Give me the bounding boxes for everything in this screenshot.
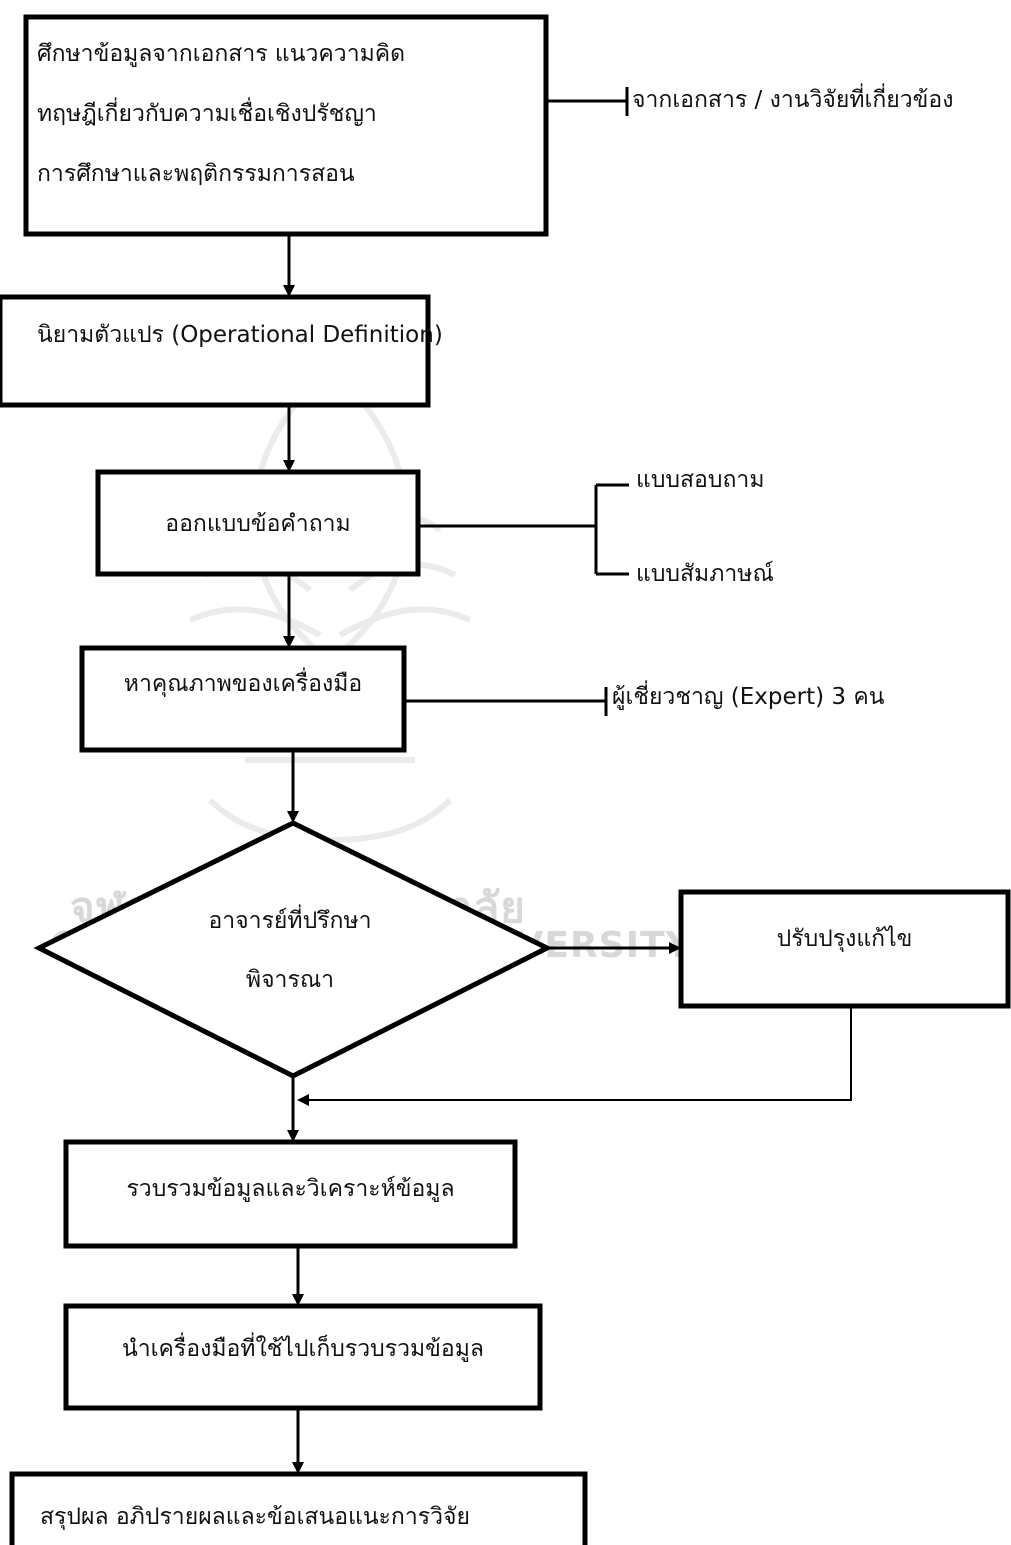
arrow-collect-to-apply-head (292, 1294, 304, 1306)
conclusion-label: สรุปผล อภิปรายผลและข้อเสนอแนะการวิจัย (40, 1504, 470, 1530)
arrow-advisor-to-collect-head (287, 1130, 299, 1142)
study-line-1: ศึกษาข้อมูลจากเอกสาร แนวความคิด (37, 41, 406, 67)
design-questions-box (95, 469, 421, 577)
arrow-define-to-design-head (283, 460, 295, 472)
advisor-decision-diamond (33, 820, 553, 1079)
revise-box (678, 889, 1011, 1009)
quality-label: หาคุณภาพของเครื่องมือ (123, 671, 363, 697)
study-box (23, 14, 549, 237)
revise-return-arrowhead (297, 1094, 309, 1106)
revise-return-line (307, 1006, 852, 1101)
arrow-design-to-quality-head (283, 636, 295, 648)
arrow-advisor-to-revise-head (669, 942, 681, 954)
collect-analyze-box (63, 1139, 518, 1249)
advisor-line-1: อาจารย์ที่ปรึกษา (208, 908, 372, 934)
study-side-note: จากเอกสาร / งานวิจัยที่เกี่ยวข้อง (632, 87, 954, 113)
design-label: ออกแบบข้อคำถาม (165, 511, 351, 537)
apply-tools-box (63, 1303, 543, 1411)
study-line-2: ทฤษฎีเกี่ยวกับความเชื่อเชิงปรัชญา (37, 101, 377, 127)
define-variables-box (0, 294, 431, 408)
arrow-apply-to-conclusion-head (292, 1462, 304, 1474)
questionnaire-label: แบบสอบถาม (636, 467, 765, 493)
conclusion-box (9, 1471, 588, 1545)
define-label: นิยามตัวแปร (Operational Definition) (37, 322, 443, 348)
revise-label: ปรับปรุงแก้ไข (776, 926, 913, 952)
apply-tools-label: นำเครื่องมือที่ใช้ไปเก็บรวบรวมข้อมูล (122, 1336, 484, 1362)
arrow-study-to-define-head (283, 285, 295, 297)
study-line-3: การศึกษาและพฤติกรรมการสอน (37, 161, 355, 187)
expert-note-label: ผู้เชี่ยวชาญ (Expert) 3 คน (612, 684, 885, 710)
advisor-line-2: พิจารณา (245, 967, 335, 993)
instrument-quality-box (79, 645, 407, 753)
collect-analyze-label: รวบรวมข้อมูลและวิเคราะห์ข้อมูล (126, 1176, 455, 1202)
arrow-quality-to-advisor-head (287, 811, 299, 823)
interview-label: แบบสัมภาษณ์ (636, 561, 774, 587)
